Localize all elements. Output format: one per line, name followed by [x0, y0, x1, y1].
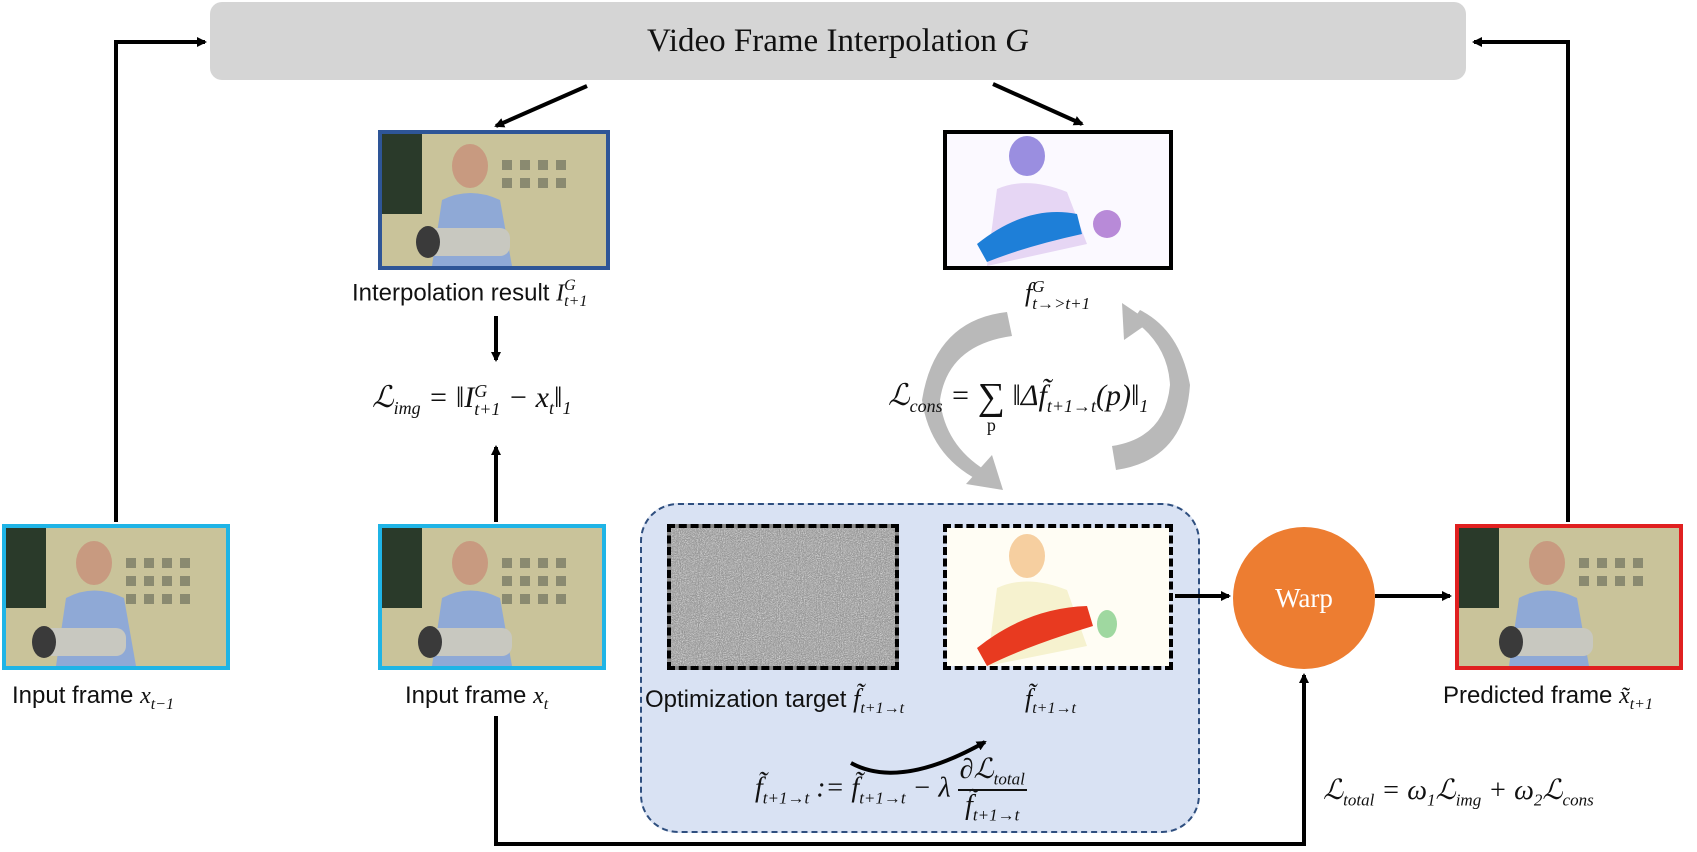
optical-flow-image [947, 528, 1169, 666]
equation-l-cons: ℒcons = ∑p ‖Δf̃t+1→t(p)‖1 [888, 376, 1149, 435]
interpolation-result-frame [378, 130, 610, 270]
video-frame-image [382, 528, 602, 666]
title-bar: Video Frame Interpolation G [210, 2, 1466, 80]
video-frame-image [382, 134, 606, 266]
label-optimization-target: Optimization target f̃t+1→t [645, 684, 905, 717]
warp-label: Warp [1275, 582, 1333, 613]
predicted-frame [1455, 524, 1683, 670]
warp-node: Warp [1233, 527, 1375, 669]
input-frame-prev [2, 524, 230, 670]
optimized-flow-frame [943, 524, 1173, 670]
flow-g-frame [943, 130, 1173, 270]
input-frame-curr [378, 524, 606, 670]
video-frame-image [6, 528, 226, 666]
optical-flow-image [947, 134, 1169, 266]
cycle-arrows-icon [922, 303, 1190, 490]
noise-target-frame [667, 524, 899, 670]
label-predicted-frame: Predicted frame x̃t+1 [1443, 682, 1653, 713]
label-input-frame-prev: Input frame xt−1 [12, 682, 174, 713]
label-optimized-flow: f̃t+1→t [1025, 684, 1076, 717]
noise-image [671, 528, 895, 666]
title-text: Video Frame Interpolation G [646, 22, 1029, 59]
equation-update: f̃t+1→t := f̃t+1→t − λ ∂ℒtotal f̃t+1→t [755, 754, 1027, 825]
equation-l-total: ℒtotal = ω1ℒimg + ω2ℒcons [1323, 775, 1594, 810]
video-frame-image [1459, 528, 1679, 666]
label-input-frame-curr: Input frame xt [405, 682, 549, 713]
